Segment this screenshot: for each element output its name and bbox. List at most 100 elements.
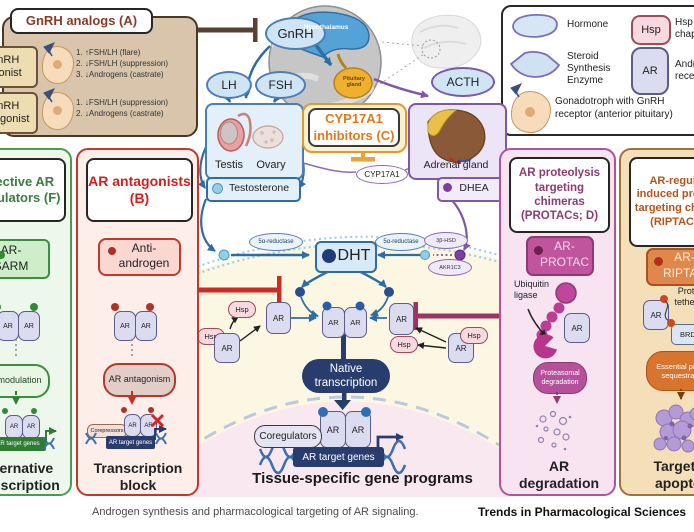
gonadotroph-cell-icon	[42, 92, 74, 130]
legend-gonadotroph-label: Gonadotroph with GnRH receptor (anterior…	[555, 96, 673, 120]
protac-panel-title: AR proteolysis targeting chimeras (PROTA…	[509, 157, 610, 233]
acth-bubble: ACTH	[431, 67, 495, 97]
protac-tbar	[413, 302, 499, 330]
sarm-panel-title: Selective AR modulators (F)	[0, 158, 66, 222]
protac-action-pill: Proteasomal degradation	[533, 362, 587, 394]
antagonist-action-pill: AR antagonism	[103, 363, 176, 397]
testosterone-dot-icon	[212, 183, 223, 194]
ovary-label: Ovary	[256, 159, 286, 171]
protac-drug-label: AR-PROTAC	[539, 239, 590, 269]
nuclear-ar-dimer-right: AR	[345, 411, 371, 448]
gnrh-agonist-effects: 1. ↑FSH/LH (flare) 2. ↓FSH/LH (suppressi…	[76, 48, 196, 80]
gnrh-analogs-panel: GnRH analogs (A) GnRH agonist 1. ↑FSH/LH…	[0, 8, 198, 137]
hsp-release-left2	[229, 316, 239, 330]
sarm-target-genes-bar: AR target genes	[0, 437, 46, 451]
testosterone-dot-right	[420, 250, 430, 260]
testosterone-label: Testosterone	[228, 181, 290, 194]
pituitary-label: Pituitary gland	[342, 75, 365, 88]
testosterone-entry-arrow	[200, 198, 216, 252]
legend-hormone-label: Hormone	[567, 19, 609, 30]
acth-arrow	[373, 77, 429, 99]
legend-ar-icon: AR	[631, 47, 669, 95]
gnrh-antagonist-label: GnRH antagonist	[0, 92, 38, 134]
ar-target-genes-bar: AR target genes	[293, 447, 384, 467]
testosterone-dot	[218, 249, 230, 261]
ar-complex-left: AR	[214, 333, 240, 363]
dht-bind-right	[370, 296, 389, 317]
cyp17a1-inhibitors-box: CYP17A1 inhibitors (C)	[302, 103, 407, 153]
sarm-panel: Selective AR modulators (F) AR-SARM AR A…	[0, 148, 72, 496]
journal-name: Trends in Pharmacological Sciences	[478, 505, 687, 519]
sarm-action-pill: AR modulation	[0, 364, 50, 398]
hsp-free-left: Hsp	[228, 301, 256, 318]
ubl-label: Ub-L	[561, 292, 575, 298]
dht-down-right	[358, 269, 387, 288]
hsp-release-right1	[415, 327, 447, 343]
hypothalamus-label: Hypothalamus	[303, 23, 349, 31]
cyp17a1-inhibitors-title: CYP17A1 inhibitors (C)	[308, 108, 400, 147]
gnrh-antagonist-effects: 1. ↓FSH/LH (suppression) 2. ↓Androgens (…	[76, 98, 196, 120]
hsp-complex-right: Hsp	[460, 327, 488, 344]
dht-label: DHT	[337, 247, 371, 264]
effect-line: 3. ↓Androgens (castrate)	[76, 69, 164, 79]
legend-ar-label: Androgen receptor	[675, 59, 694, 82]
legend-steroid-label: Steroid Synthesis Enzyme	[567, 51, 611, 86]
effect-line: 2. ↓Androgens (castrate)	[76, 108, 164, 118]
dht-box: DHT	[315, 241, 377, 273]
antagonist-target-genes-bar: AR target genes	[106, 436, 155, 449]
antagonist-drug-box: Anti-androgen	[98, 238, 181, 276]
hsp-release-left1	[239, 325, 261, 342]
antagonist-ar-dimer-left: AR	[114, 311, 136, 341]
legend-gonadotroph-icon	[511, 91, 551, 133]
ar-dimer-left: AR	[322, 307, 345, 338]
riptac-drug-box: AR-RIPTAC	[646, 248, 694, 286]
protac-outcome-label: AR degradation	[518, 458, 600, 491]
dhea-box: DHEA	[437, 177, 503, 202]
ar-dimer-right: AR	[344, 307, 367, 338]
gnrh-agonist-label: GnRH agonist	[0, 46, 38, 88]
figure-caption: Androgen synthesis and pharmacological t…	[92, 506, 419, 518]
dht-down-left	[301, 269, 330, 288]
legend-panel: Hormone Steroid Synthesis Enzyme Hsp Hsp…	[501, 5, 694, 136]
sarm-drug-label: AR-SARM	[0, 243, 29, 273]
riptac-action-pill: Essential protein sequestration	[646, 351, 694, 391]
effect-line: 1. ↓FSH/LH (suppression)	[76, 98, 169, 107]
adrenal-label: Adrenal gland	[423, 159, 489, 171]
antagonist-tbar	[196, 276, 282, 304]
sarm-outcome-label: Alternative transcription	[0, 460, 60, 493]
protac-dot-icon	[534, 246, 543, 255]
sarm-ar-dimer-left: AR	[0, 311, 19, 341]
riptac-outcome-label: Target cell apoptosis	[653, 458, 694, 491]
native-transcription-pill: Native transcription	[302, 359, 390, 393]
brd4-box: BRD4	[671, 324, 694, 345]
fsh-bubble: FSH	[255, 71, 306, 99]
gnrh-inhibition-tbar	[195, 18, 258, 42]
gnrh-panel-title: GnRH analogs (A)	[10, 8, 153, 34]
dht-dot-right	[384, 287, 394, 297]
riptac-drug-label: AR-RIPTAC	[662, 250, 694, 280]
testis-label: Testis	[214, 159, 244, 171]
ar-monomer-left: AR	[266, 302, 291, 334]
hsp-free-right: Hsp	[390, 336, 418, 353]
antagonist-outcome-label: Transcription block	[93, 460, 183, 493]
ub-label: Ub	[551, 316, 557, 322]
dhea-dot-icon	[443, 183, 452, 192]
antagonist-panel-title: AR antagonists (B)	[86, 158, 193, 222]
sarm-ar-dimer-right: AR	[18, 311, 40, 341]
cyp17a1-enzyme: CYP17A1	[356, 165, 408, 184]
dht-dot-left	[295, 287, 305, 297]
tissue-programs-label: Tissue-specific gene programs	[252, 469, 473, 487]
riptac-dot-icon	[654, 257, 663, 266]
dimer-connector	[341, 334, 346, 360]
dht-dot-icon	[322, 249, 336, 263]
sarm-gene-ar-left: AR	[5, 415, 23, 439]
ar-monomer-right: AR	[389, 303, 414, 335]
sarm-drug-box: AR-SARM	[0, 239, 50, 279]
sarm-gene-ar-right: AR	[22, 415, 40, 439]
effect-line: 1. ↑FSH/LH (flare)	[76, 48, 141, 57]
ubiquitin-ligase-label: Ubiquitin ligase	[514, 279, 550, 300]
hsp-release-right2	[417, 342, 447, 350]
nuclear-ar-dimer-left: AR	[320, 411, 346, 448]
testosterone-box: Testosterone	[206, 177, 301, 202]
